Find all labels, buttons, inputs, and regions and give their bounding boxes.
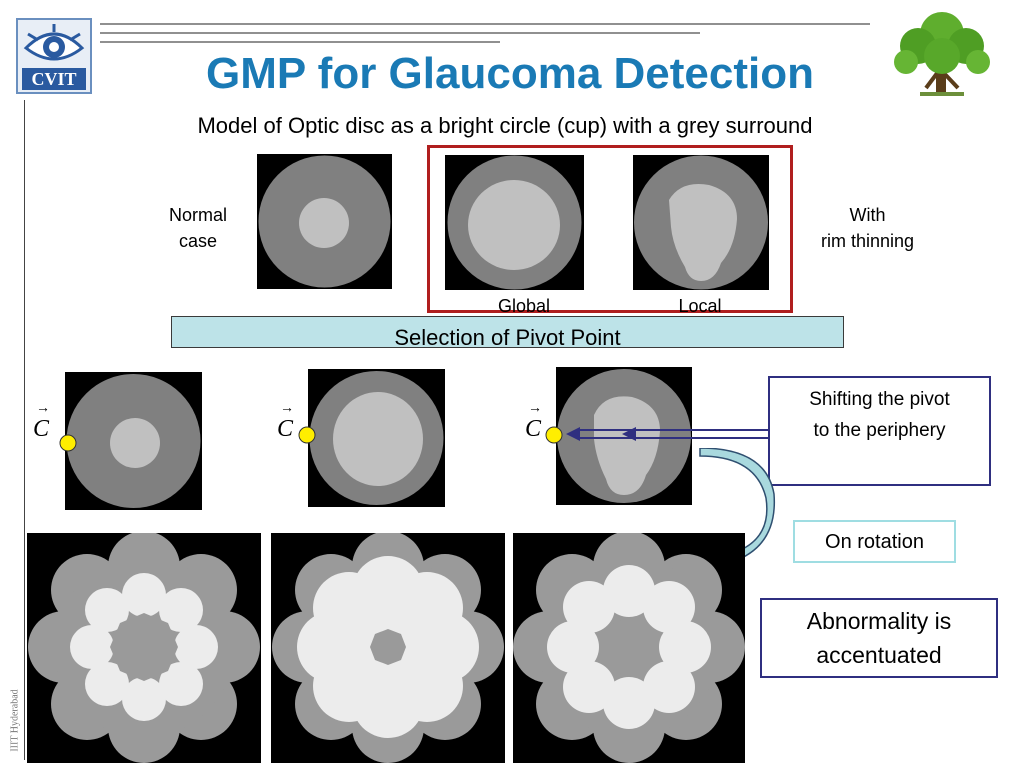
abnormality-callout: Abnormality is accentuated bbox=[760, 598, 998, 678]
on-rotation-callout: On rotation bbox=[793, 520, 956, 563]
normal-rotation-pattern bbox=[27, 533, 261, 763]
c-vector-symbol: → C bbox=[33, 401, 50, 442]
pivot-point-marker bbox=[59, 434, 77, 452]
pivot-selection-bar: Selection of Pivot Point bbox=[171, 316, 844, 350]
shift-pivot-arrow bbox=[566, 427, 768, 441]
shift-pivot-callout: Shifting the pivot to the periphery bbox=[768, 376, 991, 486]
tree-icon bbox=[894, 12, 990, 96]
pivot-point-marker bbox=[298, 426, 316, 444]
normal-disc-pivot-image bbox=[65, 372, 202, 510]
logo-text: CVIT bbox=[22, 68, 86, 90]
left-vertical-rule bbox=[24, 100, 25, 760]
abnormal-cases-frame bbox=[427, 145, 793, 313]
local-disc-pivot-image bbox=[556, 367, 692, 505]
local-label: Local bbox=[678, 296, 722, 316]
cvit-logo: CVIT bbox=[16, 18, 92, 94]
normal-disc-image bbox=[257, 154, 392, 289]
eye-icon bbox=[23, 24, 85, 61]
c-vector-symbol: → C bbox=[277, 401, 294, 442]
abnormality-text: Abnormality is accentuated bbox=[806, 608, 952, 668]
on-rotation-text: On rotation bbox=[825, 531, 924, 553]
global-disc-pivot-image bbox=[308, 369, 445, 507]
page-subtitle: Model of Optic disc as a bright circle (… bbox=[197, 113, 813, 138]
rim-thinning-label: With rim thinning bbox=[820, 205, 915, 251]
local-thinning-disc-image bbox=[633, 155, 769, 290]
pivot-point-marker bbox=[545, 426, 563, 444]
normal-case-label: Normal case bbox=[168, 205, 227, 251]
header-lines bbox=[100, 23, 870, 43]
footer-institution: IIIT Hyderabad bbox=[9, 689, 21, 752]
global-rotation-pattern bbox=[271, 533, 505, 763]
local-rotation-pattern bbox=[513, 533, 745, 763]
global-label: Global bbox=[497, 296, 551, 316]
page-title: GMP for Glaucoma Detection bbox=[206, 49, 814, 98]
c-vector-symbol: → C bbox=[525, 401, 542, 442]
shift-pivot-text: Shifting the pivot to the periphery bbox=[809, 389, 950, 441]
global-thinning-disc-image bbox=[445, 155, 584, 290]
